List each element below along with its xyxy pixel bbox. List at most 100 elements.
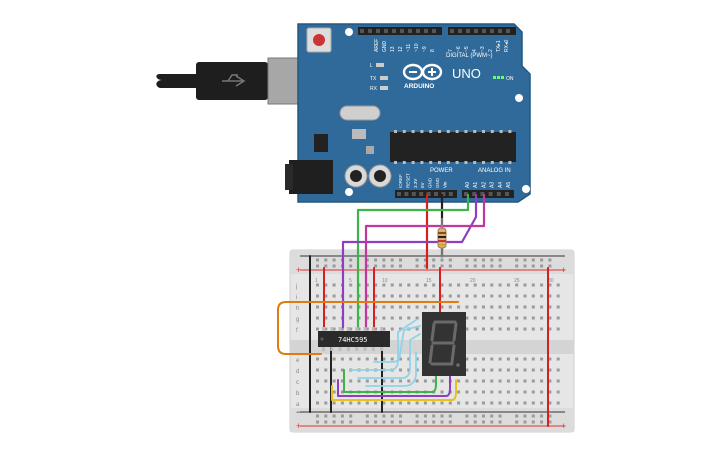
- breadboard-hole[interactable]: [498, 357, 502, 361]
- seven-segment-display[interactable]: 8: [0, 0, 466, 376]
- header-pin[interactable]: [384, 29, 388, 33]
- breadboard-hole[interactable]: [482, 390, 485, 394]
- breadboard-hole[interactable]: [382, 401, 386, 405]
- breadboard-hole[interactable]: [490, 379, 494, 383]
- breadboard-hole[interactable]: [506, 379, 510, 383]
- wire-cyan-3[interactable]: [365, 351, 417, 387]
- breadboard-hole[interactable]: [340, 357, 344, 361]
- breadboard-hole[interactable]: [316, 316, 319, 320]
- rail-hole[interactable]: [349, 414, 353, 418]
- rail-hole[interactable]: [498, 264, 502, 268]
- breadboard-hole[interactable]: [415, 283, 419, 287]
- breadboard-hole[interactable]: [531, 327, 535, 331]
- breadboard-hole[interactable]: [382, 294, 386, 298]
- breadboard-hole[interactable]: [482, 316, 485, 320]
- breadboard-hole[interactable]: [473, 316, 477, 320]
- rail-hole[interactable]: [382, 258, 386, 262]
- rail-hole[interactable]: [432, 414, 436, 418]
- rail-hole[interactable]: [482, 414, 485, 418]
- breadboard-hole[interactable]: [490, 316, 494, 320]
- breadboard-hole[interactable]: [407, 316, 411, 320]
- breadboard-hole[interactable]: [374, 294, 378, 298]
- rail-hole[interactable]: [523, 264, 527, 268]
- breadboard-hole[interactable]: [415, 294, 419, 298]
- breadboard-hole[interactable]: [498, 401, 502, 405]
- breadboard-hole[interactable]: [407, 368, 411, 372]
- rail-hole[interactable]: [531, 414, 535, 418]
- header-pin[interactable]: [360, 29, 364, 33]
- breadboard-hole[interactable]: [498, 379, 502, 383]
- breadboard-hole[interactable]: [556, 390, 560, 394]
- breadboard-hole[interactable]: [365, 305, 369, 309]
- breadboard-hole[interactable]: [482, 368, 485, 372]
- breadboard-hole[interactable]: [324, 368, 328, 372]
- header-pin[interactable]: [505, 192, 509, 196]
- breadboard-hole[interactable]: [415, 401, 419, 405]
- rail-hole[interactable]: [540, 264, 544, 268]
- breadboard-hole[interactable]: [498, 283, 502, 287]
- breadboard-hole[interactable]: [407, 379, 411, 383]
- rail-hole[interactable]: [423, 414, 427, 418]
- rail-hole[interactable]: [440, 414, 444, 418]
- wire-green-bottom[interactable]: [343, 369, 437, 393]
- breadboard-hole[interactable]: [349, 379, 353, 383]
- breadboard-hole[interactable]: [440, 390, 444, 394]
- rail-hole[interactable]: [390, 264, 394, 268]
- breadboard-hole[interactable]: [332, 316, 336, 320]
- rail-hole[interactable]: [448, 420, 452, 424]
- breadboard-hole[interactable]: [390, 327, 394, 331]
- breadboard-hole[interactable]: [540, 390, 544, 394]
- header-pin[interactable]: [404, 192, 409, 196]
- breadboard-hole[interactable]: [382, 379, 386, 383]
- breadboard-hole[interactable]: [324, 305, 328, 309]
- rail-hole[interactable]: [540, 420, 544, 424]
- breadboard-hole[interactable]: [332, 379, 336, 383]
- breadboard-hole[interactable]: [531, 305, 535, 309]
- rail-hole[interactable]: [465, 258, 469, 262]
- header-pin[interactable]: [472, 192, 477, 196]
- breadboard-hole[interactable]: [482, 305, 485, 309]
- breadboard-hole[interactable]: [332, 357, 336, 361]
- breadboard-hole[interactable]: [515, 305, 519, 309]
- breadboard-hole[interactable]: [423, 305, 427, 309]
- breadboard-hole[interactable]: [415, 316, 419, 320]
- breadboard-hole[interactable]: [540, 316, 544, 320]
- rail-hole[interactable]: [324, 414, 328, 418]
- rail-hole[interactable]: [365, 264, 369, 268]
- rail-hole[interactable]: [548, 264, 552, 268]
- breadboard-hole[interactable]: [448, 294, 452, 298]
- breadboard-hole[interactable]: [482, 283, 485, 287]
- breadboard-hole[interactable]: [482, 294, 485, 298]
- rail-hole[interactable]: [473, 258, 477, 262]
- breadboard-hole[interactable]: [365, 401, 369, 405]
- wire-yellow-bottom[interactable]: [331, 379, 457, 401]
- breadboard-hole[interactable]: [473, 401, 477, 405]
- breadboard-hole[interactable]: [548, 316, 552, 320]
- rail-hole[interactable]: [448, 264, 452, 268]
- header-pin[interactable]: [434, 192, 438, 196]
- rail-hole[interactable]: [490, 264, 494, 268]
- breadboard-hole[interactable]: [349, 294, 353, 298]
- breadboard-hole[interactable]: [448, 401, 452, 405]
- breadboard-hole[interactable]: [523, 305, 527, 309]
- breadboard-hole[interactable]: [490, 305, 494, 309]
- breadboard-hole[interactable]: [465, 305, 469, 309]
- breadboard-hole[interactable]: [316, 368, 319, 372]
- breadboard-hole[interactable]: [382, 316, 386, 320]
- usb-cable[interactable]: [156, 57, 309, 105]
- breadboard-hole[interactable]: [357, 327, 361, 331]
- breadboard-hole[interactable]: [506, 327, 510, 331]
- breadboard-hole[interactable]: [523, 379, 527, 383]
- breadboard-hole[interactable]: [473, 305, 477, 309]
- rail-hole[interactable]: [374, 264, 378, 268]
- breadboard-hole[interactable]: [365, 379, 369, 383]
- breadboard-hole[interactable]: [548, 294, 552, 298]
- breadboard-hole[interactable]: [332, 390, 336, 394]
- breadboard-hole[interactable]: [490, 357, 494, 361]
- breadboard-hole[interactable]: [490, 390, 494, 394]
- breadboard-hole[interactable]: [457, 294, 461, 298]
- header-pin[interactable]: [458, 29, 462, 33]
- rail-hole[interactable]: [316, 414, 319, 418]
- breadboard-hole[interactable]: [531, 357, 535, 361]
- breadboard-hole[interactable]: [523, 327, 527, 331]
